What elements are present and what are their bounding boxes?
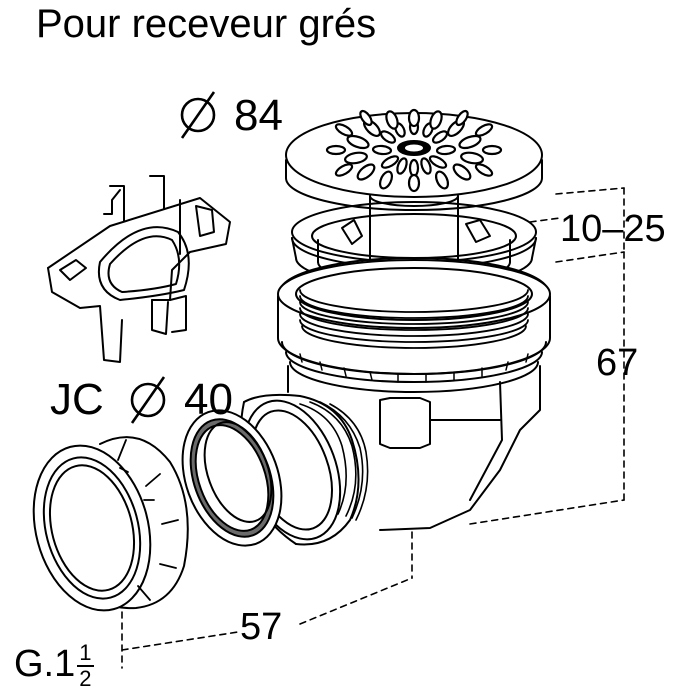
seal-ring [181,409,283,547]
support-bracket [47,175,231,363]
coupling-nut [32,436,189,612]
dimension-lines [121,187,625,669]
thread-fraction-denominator: 2 [79,666,92,691]
grate-cover [285,108,543,263]
page-title: Pour receveur grés [36,2,377,46]
diameter-icon [130,91,216,424]
grate-slots [325,108,503,193]
tube-diameter-label: 40 [184,375,233,424]
drain-body [239,201,551,546]
height-range-label: 10–25 [560,208,666,250]
thread-lines [299,289,529,349]
width-label: 57 [240,606,283,648]
grate-diameter-label: 84 [234,91,283,140]
thread-fraction-numerator: 1 [77,640,94,667]
thread-prefix: G.1 [14,643,76,686]
height-label: 67 [596,342,639,384]
tube-prefix-label: JC [50,375,104,424]
